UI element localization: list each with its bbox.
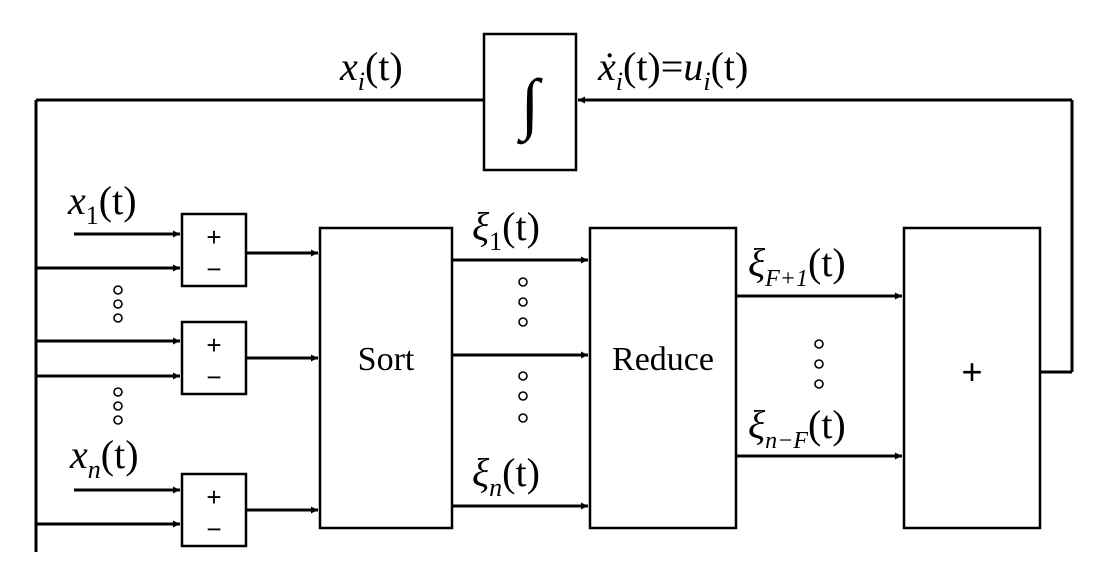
comparator-minus-sign: − <box>206 362 221 392</box>
integrator-block: ∫ <box>482 32 578 172</box>
reduced-first-label: ξF+1(t) <box>748 240 846 292</box>
feedback-loop <box>34 96 1074 552</box>
reduce-label: Reduce <box>612 341 714 378</box>
sort-label: Sort <box>358 341 415 378</box>
sort-output-wires <box>452 256 588 510</box>
sorted-last-label: ξn(t) <box>472 450 540 502</box>
comparator-plus-sign: + <box>206 222 221 252</box>
input-ellipsis-lower <box>113 387 123 425</box>
reduced-last-label: ξn−F(t) <box>748 402 846 454</box>
integrator-symbol: ∫ <box>517 65 544 145</box>
comparator-block-1: + − <box>180 212 248 288</box>
summer-plus-sign: + <box>961 351 982 392</box>
sorted-first-label: ξ1(t) <box>472 204 540 256</box>
input-ellipsis-upper <box>113 285 123 323</box>
feedback-signal-label: xi(t) <box>339 44 403 96</box>
reduced-ellipsis <box>814 339 824 389</box>
comparator-block-2: + − <box>180 320 248 396</box>
reduce-output-wires <box>736 292 902 460</box>
comparator-plus-sign: + <box>206 482 221 512</box>
input-wires <box>36 230 180 528</box>
comparator-minus-sign: − <box>206 514 221 544</box>
control-signal-label: ẋi(t)=ui(t) <box>597 44 748 96</box>
comparator-plus-sign: + <box>206 330 221 360</box>
sorted-ellipsis-lower <box>518 371 528 423</box>
input-first-label: x1(t) <box>67 178 137 230</box>
sorted-ellipsis-upper <box>518 277 528 327</box>
input-last-label: xn(t) <box>69 432 139 484</box>
comparator-block-3: + − <box>180 472 248 548</box>
reduce-block: Reduce <box>588 226 738 530</box>
comparator-output-wires <box>246 249 318 514</box>
sort-block: Sort <box>318 226 454 530</box>
summer-block: + <box>902 226 1042 530</box>
comparator-minus-sign: − <box>206 254 221 284</box>
